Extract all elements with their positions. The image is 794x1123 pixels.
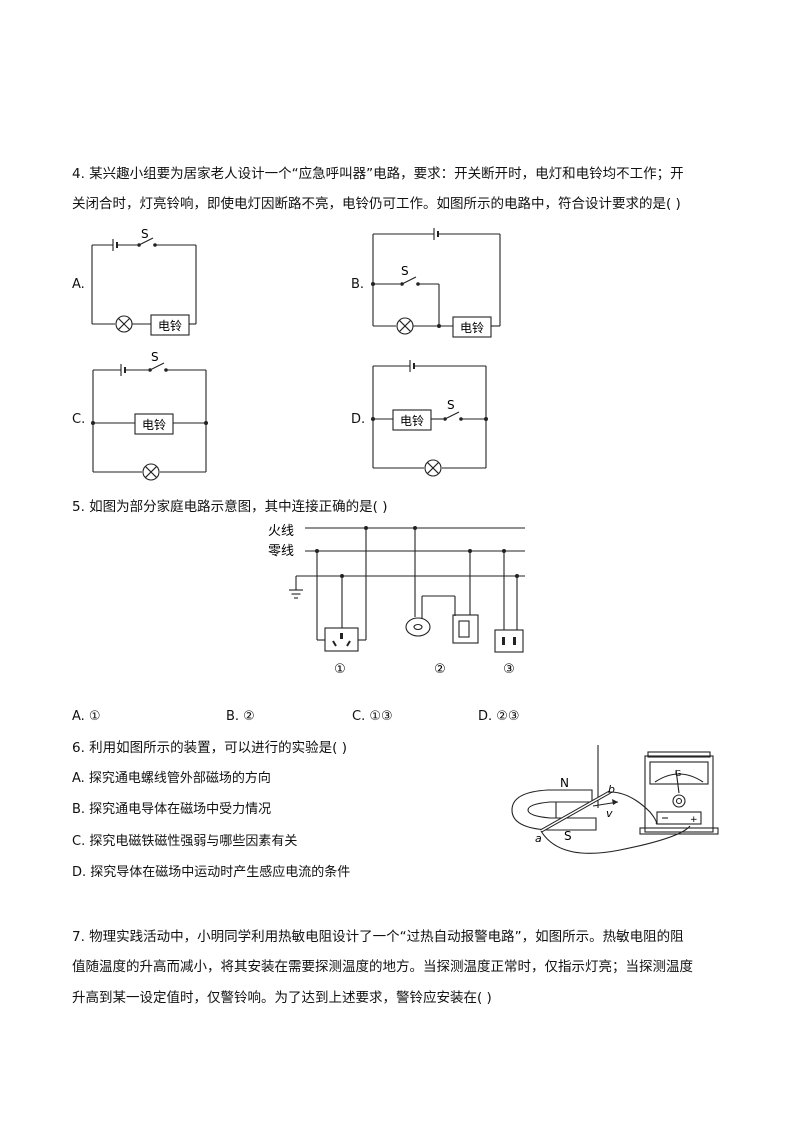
q5-mark-1: ① <box>334 662 346 677</box>
q4-option-b-label: B. <box>351 277 365 292</box>
q4d-bell-box <box>392 409 432 431</box>
meter-g-label: G <box>675 769 681 778</box>
ground-icon <box>289 576 303 599</box>
q5-wall-switch <box>452 614 479 644</box>
q5-mark-2: ② <box>434 662 446 677</box>
q6-option-b: B. 探究通电导体在磁场中受力情况 <box>72 802 272 817</box>
q7-stem-line1: 7. 物理实践活动中，小明同学利用热敏电阻设计了一个“过热自动报警电路”，如图所… <box>72 929 684 945</box>
q4c-bell-box <box>134 413 174 435</box>
q4-circuit-c: S 电铃 <box>91 350 208 481</box>
q4c-lamp-icon <box>142 463 160 481</box>
q5-household-circuit: 火线 零线 ① <box>268 524 525 677</box>
q5-live-wire-label: 火线 <box>268 524 294 539</box>
q5-three-hole-socket <box>324 627 359 652</box>
q6-stem: 6. 利用如图所示的装置，可以进行的实验是( ) <box>72 740 347 756</box>
q4-circuit-b: S 电铃 <box>371 228 501 338</box>
magnet-n-label: N <box>560 776 569 790</box>
q6-apparatus: N S a b v + G <box>511 745 719 854</box>
q5-neutral-wire-label: 零线 <box>268 544 294 559</box>
q6-option-d: D. 探究导体在磁场中运动时产生感应电流的条件 <box>72 865 351 880</box>
q4b-bell-label: 电铃 <box>460 320 484 335</box>
q4-option-a-label: A. <box>72 277 85 292</box>
magnet-s-label: S <box>564 829 572 843</box>
q4a-bell-label: 电铃 <box>158 318 182 333</box>
q4d-lamp-icon <box>424 459 442 477</box>
q5-option-c: C. ①③ <box>352 709 393 724</box>
q5-mark-3: ③ <box>503 662 515 677</box>
q4d-bell-label: 电铃 <box>400 413 424 428</box>
rod-end-a-label: a <box>535 832 542 845</box>
q5-option-b: B. ② <box>226 709 255 724</box>
q5-two-hole-socket <box>494 629 524 653</box>
q5-lamp-holder <box>405 617 431 637</box>
q4b-lamp-icon <box>396 317 414 335</box>
velocity-label: v <box>606 807 613 820</box>
q4d-switch-label: S <box>447 398 455 412</box>
q4b-bell-box <box>452 316 492 338</box>
q5-option-a: A. ① <box>72 709 101 724</box>
q4a-switch-label: S <box>141 227 149 241</box>
q4-circuit-a: S 电铃 <box>91 227 197 336</box>
q4-option-d-label: D. <box>351 412 366 427</box>
q4-stem-line2: 关闭合时，灯亮铃响，即使电灯因断路不亮，电铃仍可工作。如图所示的电路中，符合设计… <box>72 196 681 212</box>
q7-stem-line2: 值随温度的升高而减小，将其安装在需要探测温度的地方。当探测温度正常时，仅指示灯亮… <box>72 959 693 975</box>
q6-option-a: A. 探究通电螺线管外部磁场的方向 <box>72 771 271 786</box>
q4-stem-line1: 4. 某兴趣小组要为居家老人设计一个“应急呼叫器”电路，要求：开关断开时，电灯和… <box>72 166 684 182</box>
q4-circuit-d: 电铃 S <box>371 360 488 477</box>
q5-stem: 5. 如图为部分家庭电路示意图，其中连接正确的是( ) <box>72 499 388 515</box>
q4a-bell-box <box>150 314 190 336</box>
q5-option-d: D. ②③ <box>478 709 520 724</box>
svg-text:+: + <box>690 815 698 825</box>
q4c-switch-label: S <box>151 350 159 364</box>
q7-stem-line3: 升高到某一设定值时，仅警铃响。为了达到上述要求，警铃应安装在( ) <box>72 990 492 1006</box>
q6-option-c: C. 探究电磁铁磁性强弱与哪些因素有关 <box>72 834 298 849</box>
q4b-switch-label: S <box>401 264 409 278</box>
q4a-lamp-icon <box>115 315 133 333</box>
q4c-bell-label: 电铃 <box>142 417 166 432</box>
horseshoe-magnet-icon <box>511 789 597 831</box>
galvanometer-icon: + <box>639 751 719 835</box>
q4-option-c-label: C. <box>72 412 86 427</box>
rod-end-b-label: b <box>608 783 615 796</box>
